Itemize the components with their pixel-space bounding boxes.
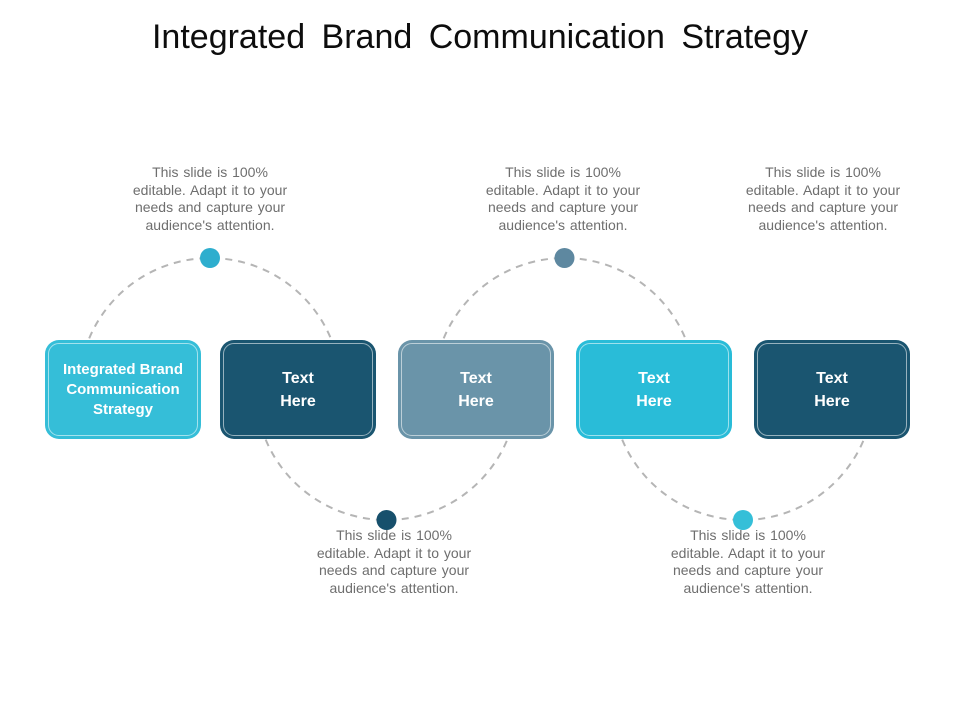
caption-top-right[interactable]: This slide is 100% editable. Adapt it to… <box>745 164 901 233</box>
connector-dot-4 <box>733 510 753 530</box>
shape-box-text-here-1[interactable]: Text Here <box>220 340 376 439</box>
shape-box-text-here-4[interactable]: Text Here <box>754 340 910 439</box>
caption-top-left[interactable]: This slide is 100% editable. Adapt it to… <box>132 164 288 233</box>
connector-dot-3 <box>554 248 575 268</box>
box-label: Text Here <box>280 369 316 410</box>
shape-box-text-here-3[interactable]: Text Here <box>576 340 732 439</box>
caption-bottom-right[interactable]: This slide is 100% editable. Adapt it to… <box>670 527 826 596</box>
shape-box-integrated-brand[interactable]: Integrated Brand Communication Strategy <box>45 340 201 439</box>
caption-bottom-left[interactable]: This slide is 100% editable. Adapt it to… <box>316 527 472 596</box>
connector-dot-1 <box>200 248 220 268</box>
shape-box-text-here-2[interactable]: Text Here <box>398 340 554 439</box>
box-label: Text Here <box>636 369 672 410</box>
connector-dot-2 <box>376 510 397 530</box>
box-label: Text Here <box>814 369 850 410</box>
box-label: Integrated Brand Communication Strategy <box>62 360 183 418</box>
box-label: Text Here <box>458 369 494 410</box>
slide-title[interactable]: Integrated Brand Communication Strategy <box>151 18 808 56</box>
caption-top-center[interactable]: This slide is 100% editable. Adapt it to… <box>485 164 641 233</box>
